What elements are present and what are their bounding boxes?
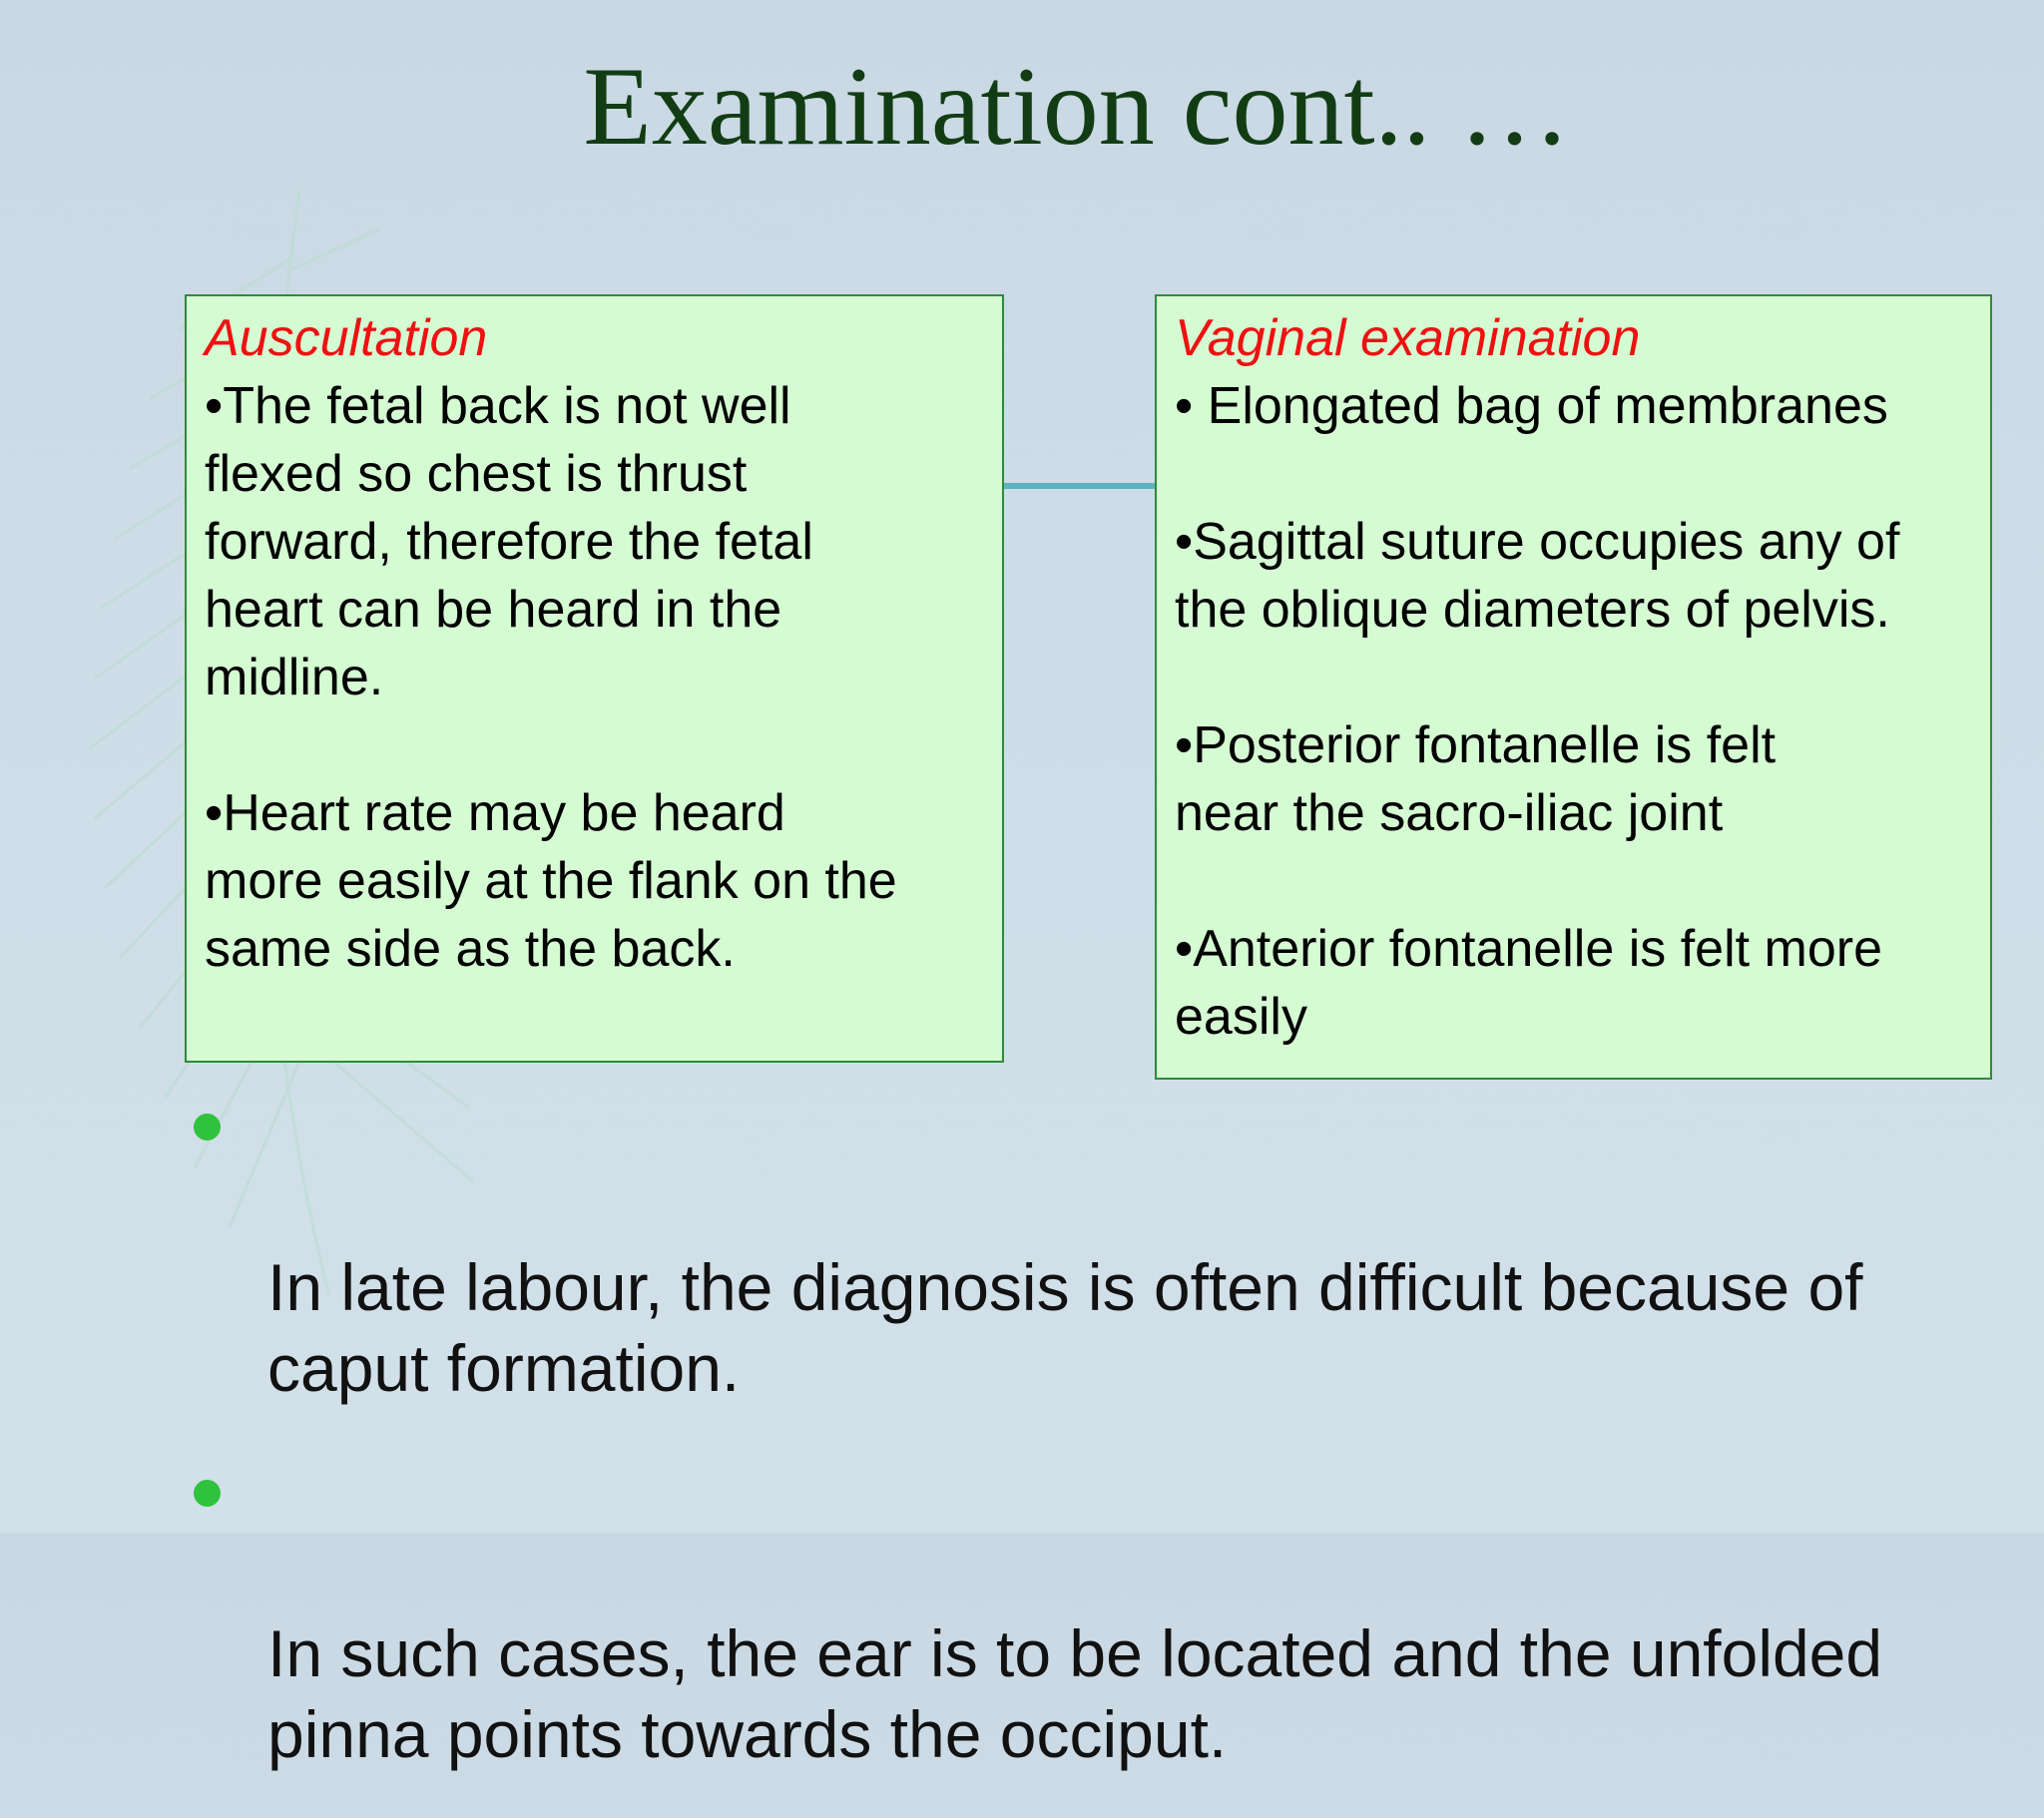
connector-line [1002, 483, 1156, 489]
bullet-text: In such cases, the ear is to be located … [267, 1616, 1883, 1771]
vaginal-examination-box: Vaginal examination • Elongated bag of m… [1155, 294, 1992, 1080]
bullet-dot-icon [194, 1480, 221, 1507]
bullet-text: In late labour, the diagnosis is often d… [267, 1250, 1863, 1405]
auscultation-box: Auscultation •The fetal back is not well… [185, 294, 1004, 1063]
auscultation-point: •Heart rate may be heard more easily at … [205, 784, 897, 978]
vaginal-examination-point: •Posterior fontanelle is felt near the s… [1175, 716, 1777, 842]
bullet-item: In such cases, the ear is to be located … [190, 1452, 1976, 1775]
vaginal-examination-heading: Vaginal examination [1175, 309, 1641, 367]
vaginal-examination-point: • Elongated bag of membranes [1175, 377, 1888, 435]
bullet-dot-icon [194, 1114, 221, 1140]
auscultation-heading: Auscultation [205, 309, 488, 367]
vaginal-examination-point: •Sagittal suture occupies any of the obl… [1175, 513, 1900, 639]
bullet-list: In late labour, the diagnosis is often d… [190, 1086, 1976, 1818]
slide-title: Examination cont.. … [583, 45, 1571, 169]
vaginal-examination-point: •Anterior fontanelle is felt more easily [1175, 920, 1882, 1046]
auscultation-point: •The fetal back is not well flexed so ch… [205, 377, 813, 706]
bullet-item: In late labour, the diagnosis is often d… [190, 1086, 1976, 1409]
